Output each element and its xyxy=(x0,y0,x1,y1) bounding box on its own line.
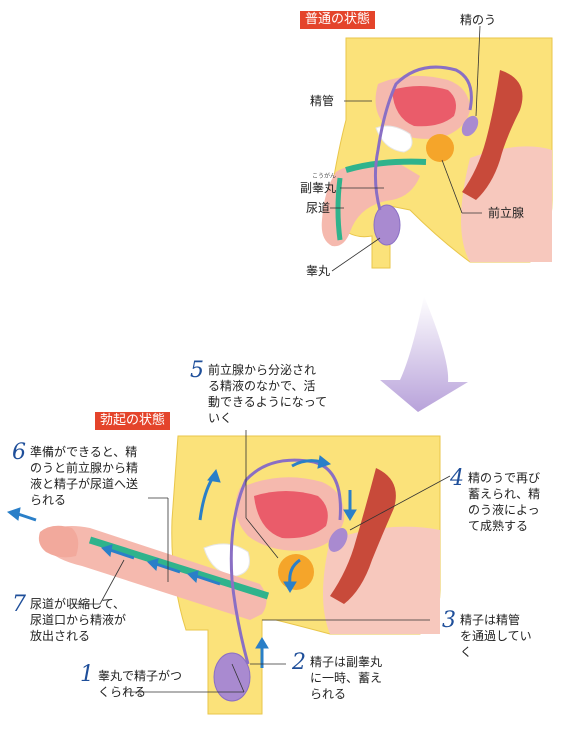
label-epididymis-top: 副睾丸 xyxy=(300,181,337,195)
normal-testis xyxy=(373,204,401,246)
label-seminal-vesicle-top: 精のう xyxy=(460,13,497,27)
flow-arrowhead-urethra-2 xyxy=(147,558,159,572)
normal-seminal-vesicle xyxy=(461,115,479,137)
normal-rectum xyxy=(462,70,523,200)
step-7-text: 尿道が収縮して、 尿道口から精液が 放出される xyxy=(30,597,127,643)
step-5-number: 5 xyxy=(190,358,204,383)
flow-arrowhead-prostate xyxy=(283,581,297,593)
normal-prostate xyxy=(426,134,454,162)
erect-vas-deferens xyxy=(229,458,342,665)
flow-arrows xyxy=(6,455,357,668)
normal-urethra-tip xyxy=(335,177,343,241)
erect-leader-lines xyxy=(70,430,451,693)
step-4-text: 精のうで再び 蓄えられ、精 のう液によっ て成熟する xyxy=(468,471,541,533)
step-3-text: 精子は精管 を通過してい く xyxy=(460,613,532,659)
flow-arrowhead-exit xyxy=(6,507,21,521)
step-3-number: 3 xyxy=(442,608,456,633)
step-4-number: 4 xyxy=(450,466,464,491)
normal-pubic-bone xyxy=(375,125,413,153)
flow-arrowhead-left-loop xyxy=(207,468,221,483)
erect-state-figure xyxy=(6,430,451,715)
erect-testis xyxy=(213,652,251,702)
erect-prostate xyxy=(278,554,314,590)
step-6-text: 準備ができると、精 のうと前立腺から精 液と精子が尿道へ送 られる xyxy=(30,445,139,507)
erect-penis-glans xyxy=(38,525,79,558)
flow-arrow-urethra-3 xyxy=(109,548,135,560)
flow-arrow-exit xyxy=(17,512,37,522)
label-epididymis-ruby: こうがん xyxy=(312,173,337,180)
normal-state-figure xyxy=(321,25,553,272)
erect-rectum xyxy=(330,468,396,604)
transition-arrow xyxy=(380,296,468,412)
normal-urethra xyxy=(345,158,427,173)
step-1-number: 1 xyxy=(80,662,94,687)
step-6-number: 6 xyxy=(12,440,26,465)
label-urethra-top: 尿道 xyxy=(306,201,331,215)
normal-state-badge: 普通の状態 xyxy=(300,11,376,29)
normal-penis xyxy=(321,163,420,247)
normal-bladder-inner xyxy=(392,86,456,127)
normal-vas-deferens xyxy=(373,65,473,211)
step-5-text: 前立腺から分泌され る精液のなかで、活 動できるようになって いく xyxy=(208,363,328,425)
flow-arrow-prostate xyxy=(288,558,301,585)
step-2-number: 2 xyxy=(292,650,306,675)
label-vas-deferens-top: 精管 xyxy=(310,94,335,108)
erect-seminal-vesicle xyxy=(328,528,348,552)
normal-leader-lines xyxy=(330,25,482,272)
erect-pubic-bone xyxy=(203,543,250,577)
step-2-text: 精子は副睾丸 に一時、蓄え られる xyxy=(310,655,383,701)
flow-arrowhead-top-loop xyxy=(317,455,332,469)
step-1-text: 睾丸で精子がつ くられる xyxy=(98,669,183,699)
erect-state-badge: 勃起の状態 xyxy=(95,412,171,430)
erect-penis xyxy=(46,526,267,620)
erect-bladder-inner xyxy=(254,491,328,539)
flow-arrowhead-urethra-1 xyxy=(187,570,199,584)
erect-urethra xyxy=(88,536,270,600)
step-7-number: 7 xyxy=(12,592,26,617)
label-prostate-top: 前立腺 xyxy=(488,206,525,220)
flow-arrowhead-up-testis xyxy=(255,637,269,649)
flow-arrow-urethra-1 xyxy=(195,574,221,586)
label-testis-top: 睾丸 xyxy=(306,264,331,278)
flow-arrowhead-down-vesicle xyxy=(343,509,357,521)
flow-arrowhead-urethra-3 xyxy=(101,544,113,558)
